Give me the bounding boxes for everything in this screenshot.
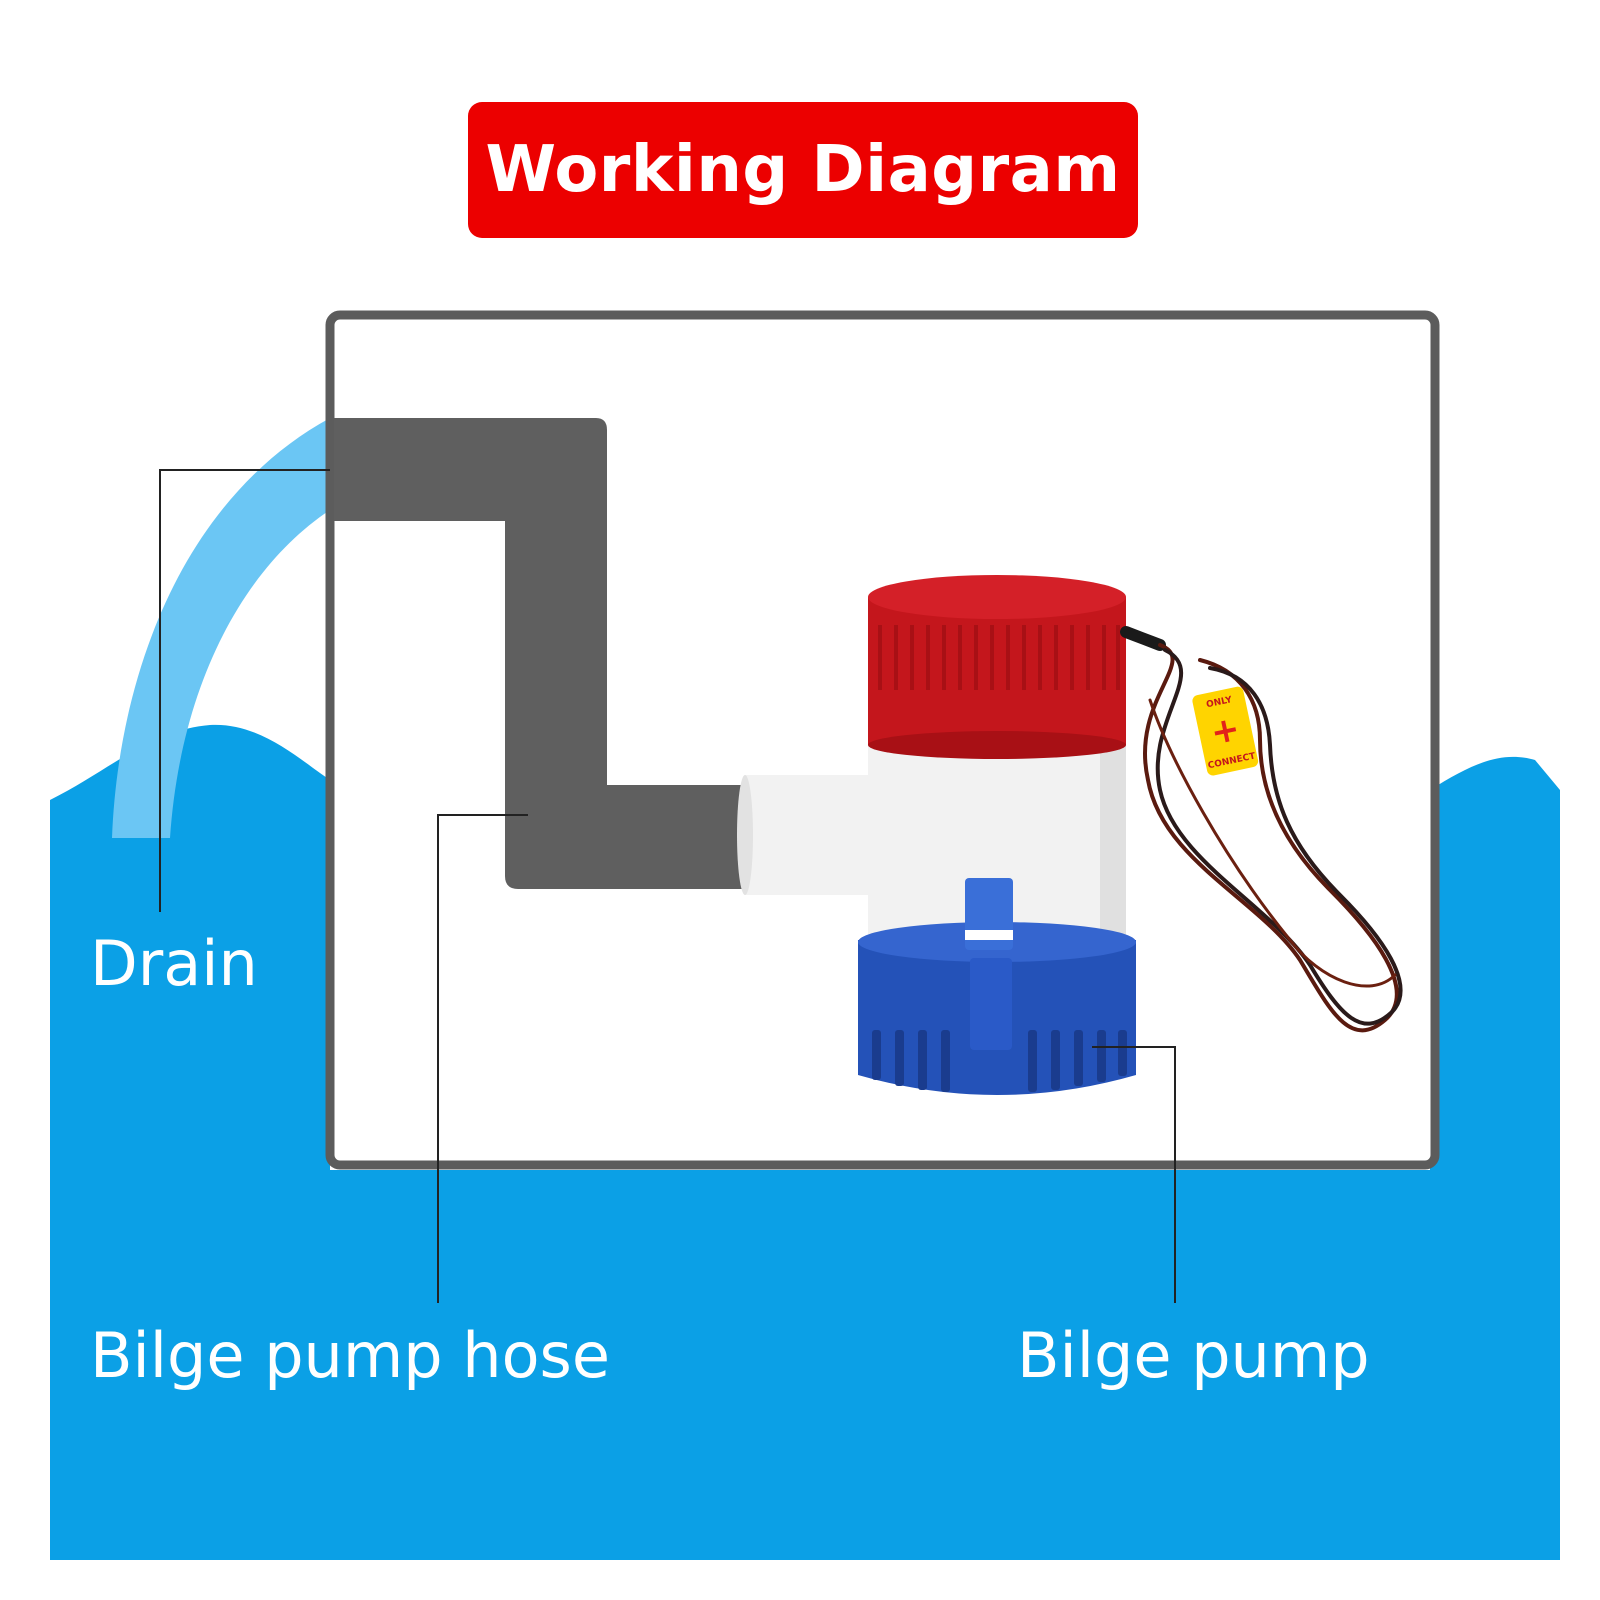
pump-outlet [739,775,880,895]
leader-line-drain [159,469,330,912]
label-bilge-pump-hose: Bilge pump hose [90,1319,610,1392]
water-stream [112,418,330,838]
page-title: Working Diagram [485,133,1121,207]
water-body [50,1170,1560,1560]
bilge-pump-icon [737,575,1136,1095]
label-drain: Drain [90,927,258,1000]
leader-line-hose [437,814,528,1303]
wire-tag-icon: ONLY + CONNECT [1192,686,1259,776]
title-banner: Working Diagram [468,102,1138,238]
label-bilge-pump: Bilge pump [1017,1319,1370,1392]
leader-line-pump [1092,1046,1176,1303]
hose-icon [334,418,745,889]
pump-wire-icon [1120,626,1403,1033]
